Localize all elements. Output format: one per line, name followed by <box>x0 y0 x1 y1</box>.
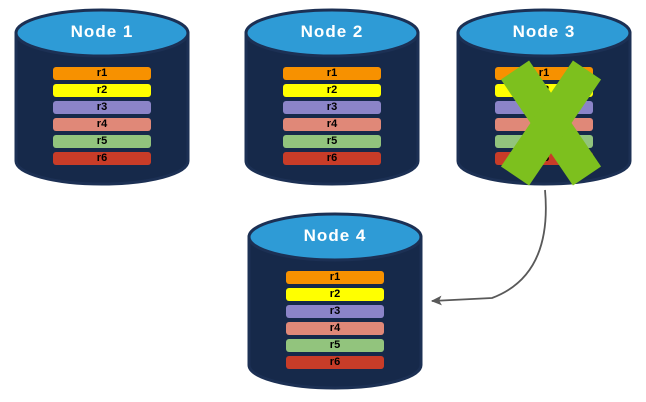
row-bar-r4[interactable]: r4 <box>286 322 384 335</box>
row-bar-r1[interactable]: r1 <box>53 67 151 80</box>
row-bar-r6[interactable]: r6 <box>283 152 381 165</box>
row-bar-r3[interactable]: r3 <box>286 305 384 318</box>
row-bar-r5[interactable]: r5 <box>495 135 593 148</box>
row-bar-r3[interactable]: r3 <box>495 101 593 114</box>
cylinder-top-ellipse <box>247 212 423 262</box>
row-bar-r3[interactable]: r3 <box>53 101 151 114</box>
row-bar-r4[interactable]: r4 <box>53 118 151 131</box>
row-bar-r5[interactable]: r5 <box>53 135 151 148</box>
row-bar-r6[interactable]: r6 <box>53 152 151 165</box>
cylinder-top-ellipse <box>14 8 190 58</box>
row-bar-r6[interactable]: r6 <box>495 152 593 165</box>
row-bar-r1[interactable]: r1 <box>495 67 593 80</box>
row-bar-r6[interactable]: r6 <box>286 356 384 369</box>
row-bar-r1[interactable]: r1 <box>283 67 381 80</box>
row-bar-r5[interactable]: r5 <box>283 135 381 148</box>
cylinder-top-ellipse <box>456 8 632 58</box>
cylinder-top-ellipse <box>244 8 420 58</box>
row-list: r1 r2 r3 r4 r5 r6 <box>247 271 423 369</box>
row-bar-r3[interactable]: r3 <box>283 101 381 114</box>
row-list: r1 r2 r3 r4 r5 r6 <box>14 67 190 165</box>
row-bar-r1[interactable]: r1 <box>286 271 384 284</box>
row-list: r1 r2 r3 r4 r5 r6 <box>244 67 420 165</box>
row-bar-r2[interactable]: r2 <box>283 84 381 97</box>
row-bar-r4[interactable]: r4 <box>283 118 381 131</box>
row-bar-r2[interactable]: r2 <box>286 288 384 301</box>
row-bar-r2[interactable]: r2 <box>53 84 151 97</box>
row-bar-r5[interactable]: r5 <box>286 339 384 352</box>
row-list: r1 r2 r3 r4 r5 r6 <box>456 67 632 165</box>
row-bar-r2[interactable]: r2 <box>495 84 593 97</box>
row-bar-r4[interactable]: r4 <box>495 118 593 131</box>
